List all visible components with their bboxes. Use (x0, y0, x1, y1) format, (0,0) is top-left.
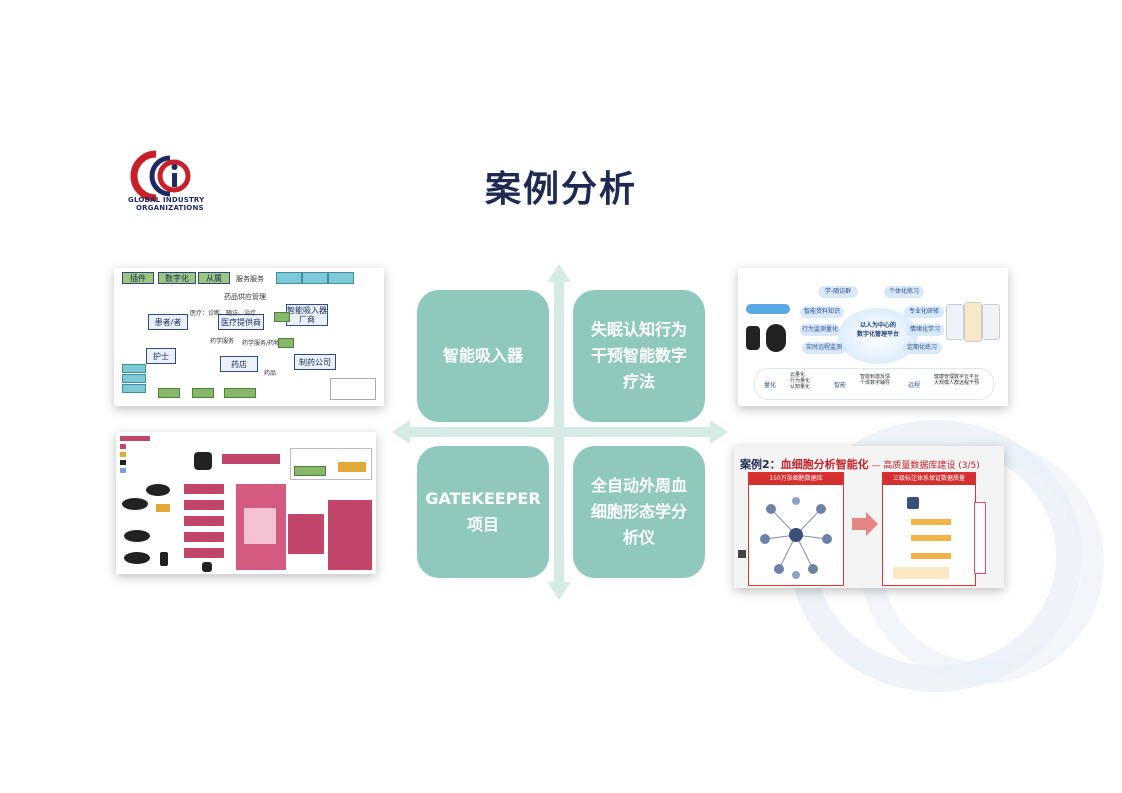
bottom-note: 健康管理数字云平台 大规模人群远程干预 (934, 374, 980, 386)
case2-title: 血细胞分析智能化 (780, 458, 869, 471)
case2-prefix: 案例2： (740, 458, 781, 471)
tab-label: 数字化 (158, 272, 196, 284)
thumb-insomnia-platform: 以人为中心的 数字化管理平台 学-随访群 个体化练习 智能资料知识 专业化研修 … (738, 268, 1008, 406)
bottom-label: 远程 (908, 382, 921, 389)
panel-database: 150万张细胞数据库 (748, 472, 844, 586)
note: 药学服务/药物相关 (242, 340, 293, 347)
logo-line2: ORGANIZATIONS (136, 204, 204, 212)
panel-annotation-title: 三级标注体系保证数据质量 (883, 473, 975, 485)
arrow-right-icon (852, 512, 878, 536)
pill: 行为监测量化 (800, 324, 840, 336)
note: 医疗：诊断、随访、治疗 (190, 310, 257, 317)
bottom-label: 量化 (764, 382, 777, 389)
logo-line1: GLOBAL INDUSTRY (128, 196, 205, 204)
node-manufacturer: 智能吸入器厂商 (286, 304, 328, 326)
bottom-note: 云量化 行为量化 认知量化 (790, 372, 811, 390)
diagram-header: 服务服务 (236, 275, 264, 283)
cross-arrows (392, 264, 728, 600)
thumb-case2-blood: 案例2：血细胞分析智能化 — 高质量数据库建设 (3/5) 150万张细胞数据库… (734, 446, 1004, 588)
thumb-inhaler-diagram: 插件 数字化 从属 服务服务 药品供应管理 患者/者 医疗提供商 智能吸入器厂商… (114, 268, 384, 406)
panel-database-title: 150万张细胞数据库 (749, 473, 843, 485)
node-pharmacy: 药店 (220, 356, 258, 372)
pill: 专业化研修 (904, 306, 944, 318)
panel-annotation: 三级标注体系保证数据质量 (882, 472, 976, 586)
logo-text: GLOBAL INDUSTRY ORGANIZATIONS (128, 196, 208, 212)
case2-subtitle: — 高质量数据库建设 (3/5) (868, 461, 980, 471)
pill: 学-随访群 (818, 286, 858, 298)
logo (130, 148, 198, 212)
pill: 个体化练习 (884, 286, 924, 298)
node-pharma: 制药公司 (294, 354, 336, 370)
platform-center-text: 以人为中心的 数字化管理平台 (856, 322, 899, 338)
diagram-label-top: 药品供应管理 (224, 293, 266, 301)
tab-label: 插件 (122, 272, 154, 284)
pill: 智能资料知识 (800, 306, 844, 318)
bottom-note: 智能刺激反馈 个体数字辅导 (860, 374, 891, 386)
tab-label: 从属 (198, 272, 230, 284)
cell-network (760, 497, 832, 579)
pill: 定期化练习 (902, 342, 942, 354)
thumb-gatekeeper-architecture (116, 432, 376, 574)
node-provider: 医疗提供商 (218, 314, 264, 330)
page-title: 案例分析 (484, 169, 637, 210)
node-nurse: 护士 (146, 348, 176, 364)
tile-blood-analyzer[interactable]: 全自动外周血 细胞形态学分 析仪 (573, 446, 705, 578)
note: 药学服务 (210, 338, 235, 345)
logo-icon (130, 150, 191, 202)
tile-insomnia-therapy[interactable]: 失眠认知行为 干预智能数字 疗法 (573, 290, 705, 422)
pill: 情绪化学习 (906, 324, 944, 336)
tile-gatekeeper[interactable]: GATEKEEPER 项目 (417, 446, 549, 578)
bottom-label: 智能 (834, 382, 847, 389)
legend-box (330, 378, 376, 400)
note: 药品 (264, 370, 277, 377)
pill: 实时远程监测 (802, 342, 846, 354)
case2-heading: 案例2：血细胞分析智能化 — 高质量数据库建设 (3/5) (740, 456, 980, 472)
node-patient: 患者/者 (148, 314, 188, 330)
tile-smart-inhaler[interactable]: 智能吸入器 (417, 290, 549, 422)
